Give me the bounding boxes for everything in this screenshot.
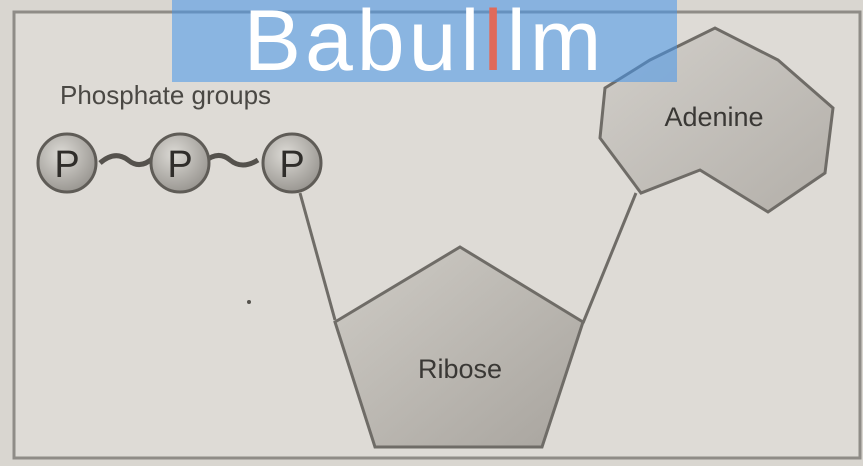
speck xyxy=(247,300,251,304)
ribose-adenine-bond xyxy=(581,192,638,324)
phosphate-groups-label: Phosphate groups xyxy=(60,80,271,110)
phosphate-bond-1 xyxy=(98,153,155,167)
adenine-label: Adenine xyxy=(664,102,763,132)
ribose-label: Ribose xyxy=(418,354,502,384)
phosphate-group-2: P xyxy=(149,132,211,194)
phosphate-symbol: P xyxy=(54,144,79,186)
phosphate-group-1: P xyxy=(36,132,98,194)
phosphate-ribose-bond xyxy=(298,192,337,321)
ribose-shape xyxy=(333,245,585,449)
watermark-text-end: lm xyxy=(506,0,606,89)
phosphate-group-3: P xyxy=(261,132,323,194)
watermark-text-accent: l xyxy=(483,0,507,89)
phosphate-symbol: P xyxy=(167,144,192,186)
phosphate-symbol: P xyxy=(279,144,304,186)
phosphate-bond-2 xyxy=(202,153,260,168)
watermark-text-start: Babul xyxy=(243,0,484,89)
